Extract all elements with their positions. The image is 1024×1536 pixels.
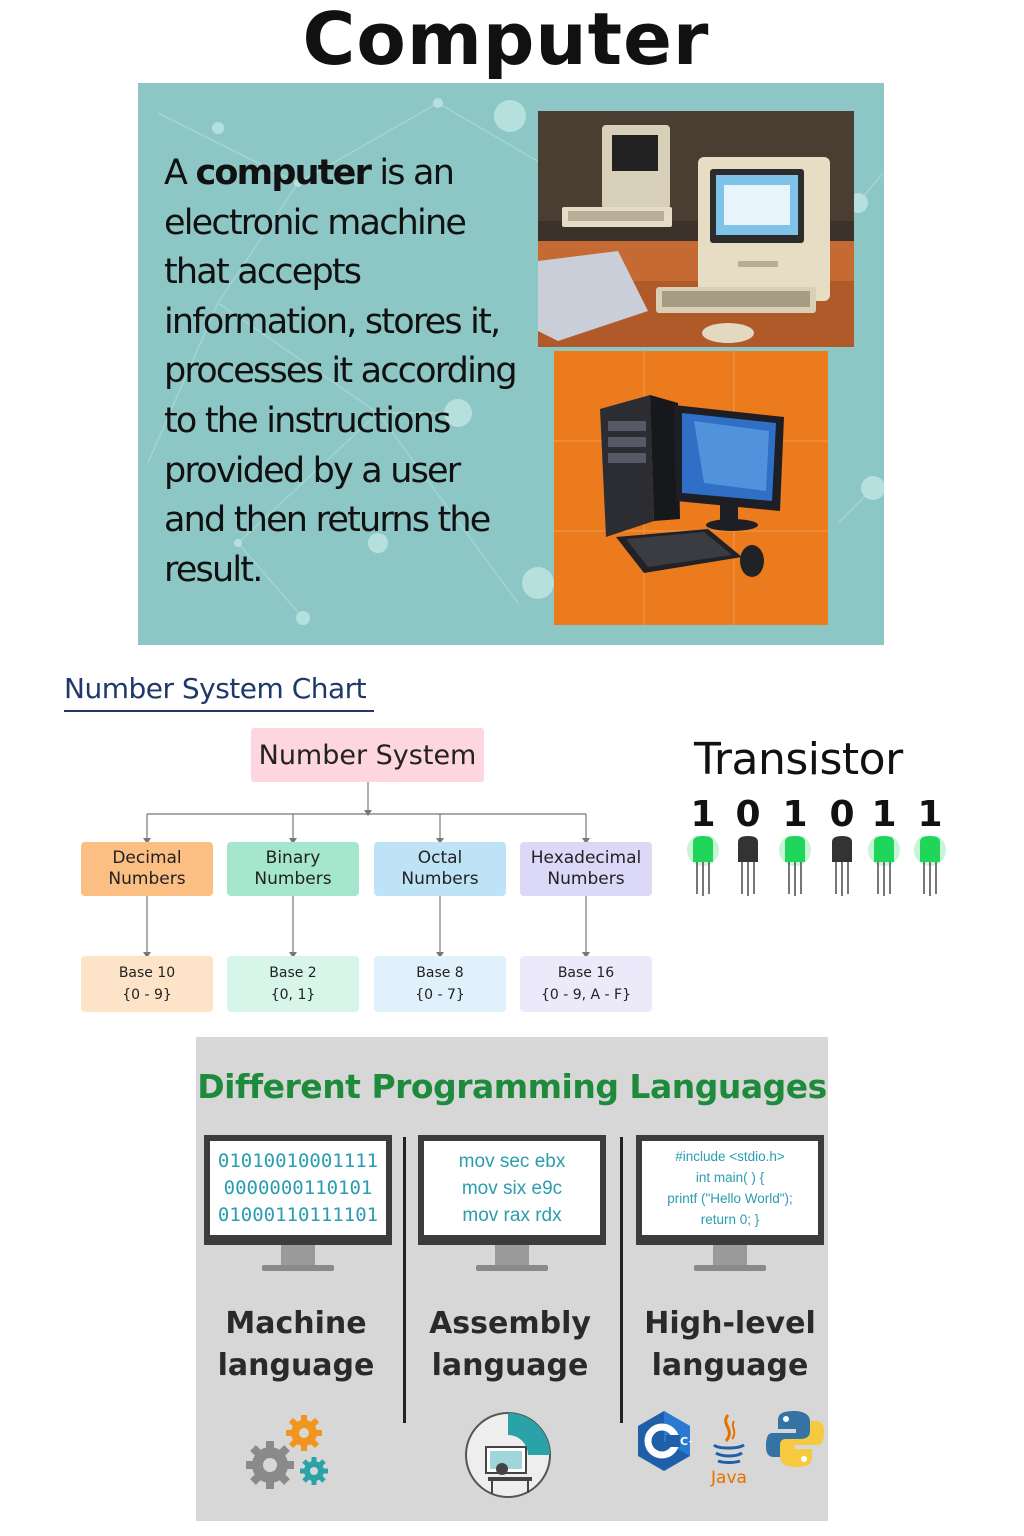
column-divider bbox=[620, 1137, 623, 1423]
transistor-title: Transistor bbox=[694, 734, 903, 785]
page-title: Computer bbox=[302, 0, 710, 81]
number-system-chart-title: Number System Chart bbox=[64, 672, 367, 705]
title-underline bbox=[64, 710, 374, 712]
bit-label: 0 bbox=[829, 794, 855, 835]
binary-base-box: Base 2{0, 1} bbox=[227, 956, 359, 1012]
transistor-on-icon bbox=[779, 836, 811, 896]
definition-keyword: computer bbox=[195, 153, 371, 193]
hexadecimal-base-box: Base 16{0 - 9, A - F} bbox=[520, 956, 652, 1012]
computer-definition: A computer is an electronic machine that… bbox=[164, 153, 518, 590]
bit-label: 1 bbox=[871, 794, 897, 835]
transistor-off-icon bbox=[832, 836, 852, 896]
bit-label: 1 bbox=[917, 794, 943, 835]
column-divider bbox=[403, 1137, 406, 1423]
transistor-on-icon bbox=[868, 836, 900, 896]
java-label: Java bbox=[710, 1468, 747, 1487]
decimal-base-box: Base 10{0 - 9} bbox=[81, 956, 213, 1012]
high-level-language-monitor: #include <stdio.h> int main( ) { printf … bbox=[636, 1135, 824, 1271]
programming-languages-panel: Different Programming Languages 01010010… bbox=[196, 1037, 828, 1521]
java-logo-icon: Java bbox=[710, 1414, 747, 1487]
machine-code-screen: 01010010001111 0000000110101 01000110111… bbox=[204, 1135, 392, 1245]
transistor-on-icon bbox=[687, 836, 719, 896]
developer-at-desk-icon bbox=[465, 1412, 551, 1498]
number-system-root-box: Number System bbox=[251, 728, 484, 782]
bit-label: 1 bbox=[690, 794, 716, 835]
gears-icon bbox=[246, 1415, 328, 1489]
desktop-pc-photo bbox=[554, 351, 828, 625]
bit-label: 1 bbox=[782, 794, 808, 835]
python-logo-icon bbox=[766, 1411, 824, 1467]
network-pattern-background bbox=[147, 98, 884, 625]
bit-label: 0 bbox=[735, 794, 761, 835]
cpp-logo-icon: C++ bbox=[638, 1411, 692, 1471]
programming-languages-title: Different Programming Languages bbox=[197, 1067, 827, 1106]
assembly-language-monitor: mov sec ebx mov six e9c mov rax rdx bbox=[418, 1135, 606, 1271]
vintage-macintosh-photo bbox=[538, 111, 854, 347]
machine-language-monitor: 01010010001111 0000000110101 01000110111… bbox=[204, 1135, 392, 1271]
definition-card: A computer is an electronic machine that… bbox=[138, 83, 884, 645]
octal-base-box: Base 8{0 - 7} bbox=[374, 956, 506, 1012]
transistor-on-icon bbox=[914, 836, 946, 896]
high-level-code-screen: #include <stdio.h> int main( ) { printf … bbox=[636, 1135, 824, 1245]
cpp-label: C++ bbox=[680, 1435, 692, 1448]
transistor-off-icon bbox=[738, 836, 758, 896]
assembly-code-screen: mov sec ebx mov six e9c mov rax rdx bbox=[418, 1135, 606, 1245]
